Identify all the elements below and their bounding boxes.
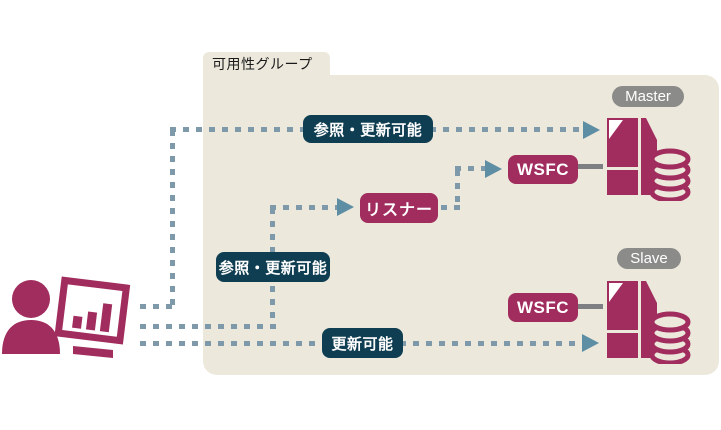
wsfc-slave-node: WSFC <box>508 293 578 322</box>
user-with-monitor-icon <box>0 268 155 363</box>
listener-node: リスナー <box>360 193 438 223</box>
flow-master-start-segment <box>140 304 176 309</box>
arrowhead-right-icon <box>485 160 502 178</box>
server-with-database-icon <box>598 274 693 364</box>
availability-group-tab: 可用性グループ <box>203 52 330 76</box>
server-with-database-icon <box>598 111 693 201</box>
read-update-listener-label: 参照・更新可能 <box>216 252 330 282</box>
listener-to-wsfc-segment-1 <box>441 205 462 210</box>
wsfc-master-node: WSFC <box>508 155 578 184</box>
read-update-master-label: 参照・更新可能 <box>303 115 433 143</box>
listener-to-wsfc-segment-2 <box>455 170 460 210</box>
arrowhead-right-icon <box>337 198 354 216</box>
availability-group-label: 可用性グループ <box>212 56 313 72</box>
arrowhead-right-icon <box>583 121 600 139</box>
listener-to-wsfc-segment-3 <box>455 166 486 171</box>
update-slave-label: 更新可能 <box>322 328 403 358</box>
wsfc-slave-connector <box>578 304 603 309</box>
master-tag: Master <box>612 86 684 107</box>
flow-listener-horizontal-segment <box>270 205 338 210</box>
flow-listener-start-segment <box>140 324 276 329</box>
arrowhead-right-icon <box>582 334 599 352</box>
wsfc-master-connector <box>578 164 603 169</box>
flow-master-vertical-segment <box>170 130 175 307</box>
slave-tag: Slave <box>617 248 681 269</box>
